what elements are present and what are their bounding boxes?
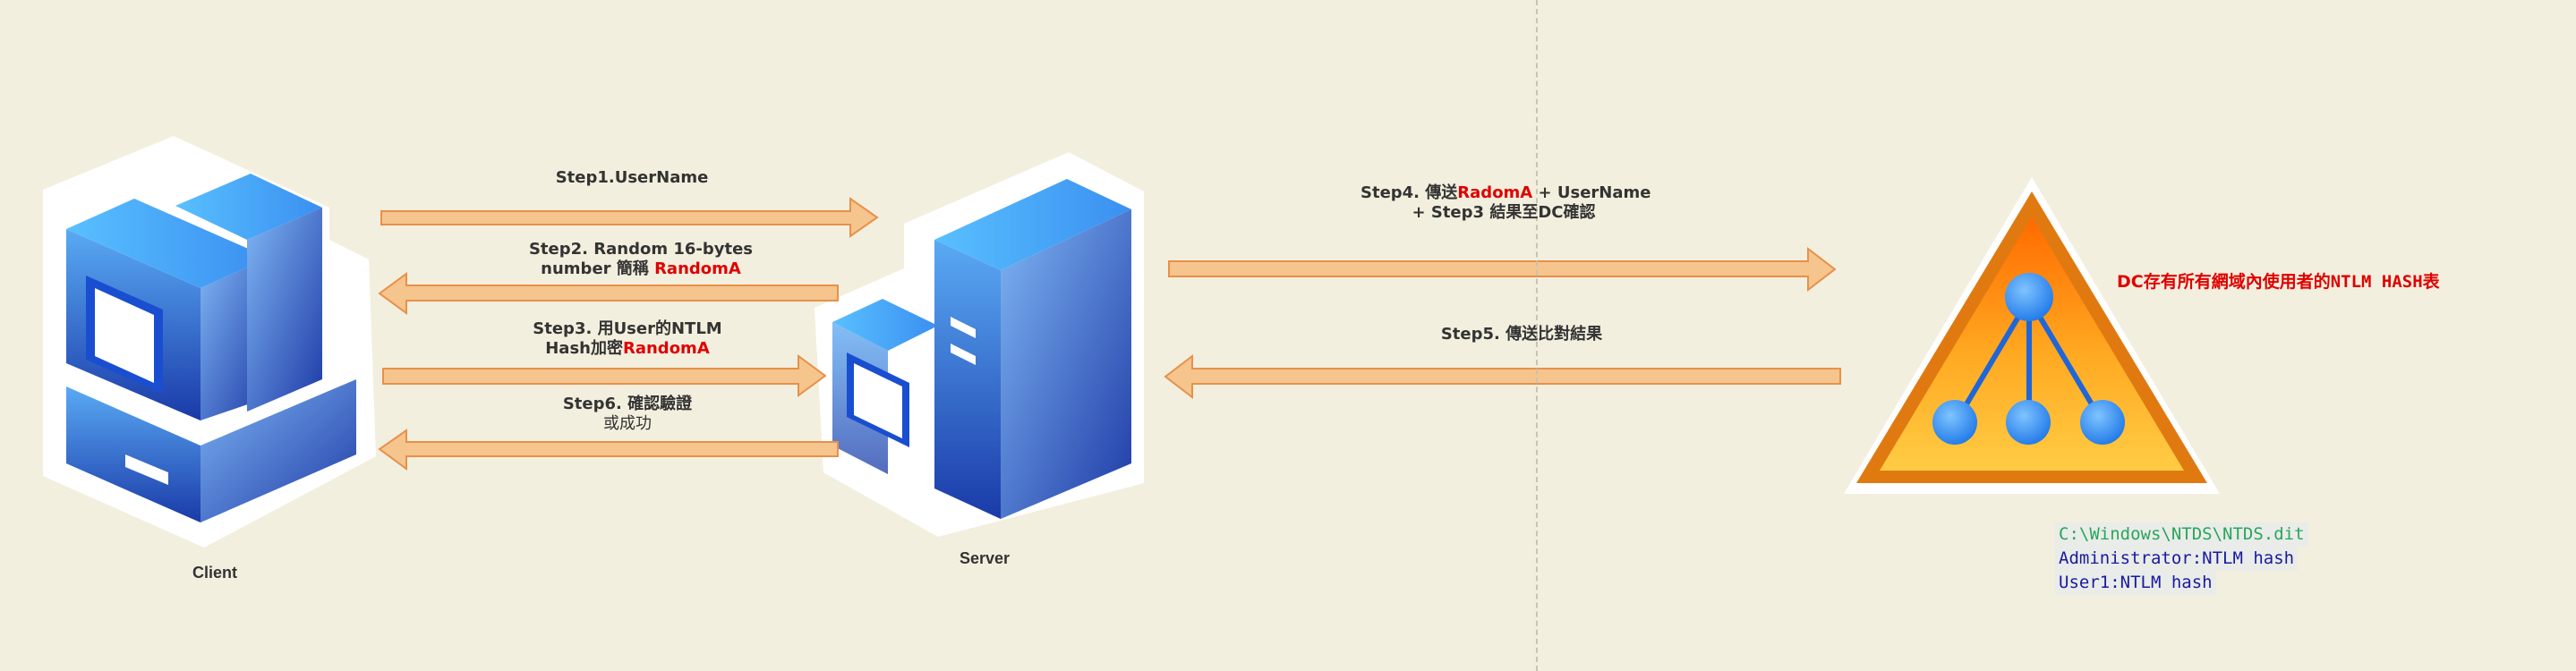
step4-line1-pre: Step4. 傳送 <box>1361 183 1458 202</box>
dc-note-pre: DC存有所有網域內使用者的 <box>2117 272 2331 292</box>
step3-randoma: RandomA <box>622 339 710 358</box>
step3-line1: Step3. 用User的NTLM <box>533 319 722 338</box>
step6-line1: Step6. 確認驗證 <box>562 395 693 413</box>
step4-line1-post: + UserName <box>1532 183 1651 202</box>
arrow-step3 <box>382 354 827 397</box>
step2-line2: number 簡稱 RandomA <box>507 259 775 279</box>
step2-randoma: RandomA <box>654 259 741 278</box>
server-label: Server <box>959 549 1011 567</box>
step2-label: Step2. Random 16-bytes number 簡稱 RandomA <box>507 240 775 279</box>
arrow-step1 <box>380 197 879 238</box>
dc-note-post: 表 <box>2422 272 2440 292</box>
step2-line2-text: number 簡稱 <box>541 259 655 278</box>
step3-line2-text: Hash加密 <box>545 339 623 358</box>
step4-line2: + Step3 結果至DC確認 <box>1412 203 1596 222</box>
arrow-step6 <box>378 429 839 471</box>
domain-controller-icon <box>1844 177 2220 494</box>
step1-label: Step1.UserName <box>516 168 748 188</box>
step6-label: Step6. 確認驗證 或成功 <box>533 395 721 434</box>
step4-line1: Step4. 傳送RadomA + UserName <box>1361 183 1651 203</box>
ntds-user1-line: User1:NTLM hash <box>2055 571 2216 595</box>
step6-line2: 或成功 <box>603 414 652 433</box>
arrow-step2 <box>378 272 839 315</box>
step5-text: Step5. 傳送比對結果 <box>1440 325 1603 344</box>
dc-note-mono: NTLM HASH <box>2330 272 2423 292</box>
step4-radoma: RadomA <box>1457 183 1533 202</box>
step2-line1: Step2. Random 16-bytes <box>528 240 754 259</box>
arrow-step4 <box>1168 246 1837 293</box>
boundary-divider <box>1536 0 1538 671</box>
dc-note: DC存有所有網域內使用者的NTLM HASH表 <box>2117 268 2440 293</box>
step3-line2: Hash加密RandomA <box>507 339 748 359</box>
arrow-step5 <box>1164 353 1841 400</box>
step1-text: Step1.UserName <box>555 168 709 187</box>
client-label: Client <box>192 564 237 582</box>
step3-label: Step3. 用User的NTLM Hash加密RandomA <box>507 319 748 359</box>
step5-label: Step5. 傳送比對結果 <box>1405 325 1638 344</box>
ntds-path: C:\Windows\NTDS\NTDS.dit <box>2055 522 2308 547</box>
client-computer-icon <box>43 136 376 548</box>
step4-label: Step4. 傳送RadomA + UserName + Step3 結果至DC… <box>1361 183 1651 223</box>
ntds-admin-line: Administrator:NTLM hash <box>2055 547 2299 571</box>
ntds-code-block: C:\Windows\NTDS\NTDS.dit Administrator:N… <box>2055 522 2308 595</box>
server-icon <box>815 152 1144 537</box>
